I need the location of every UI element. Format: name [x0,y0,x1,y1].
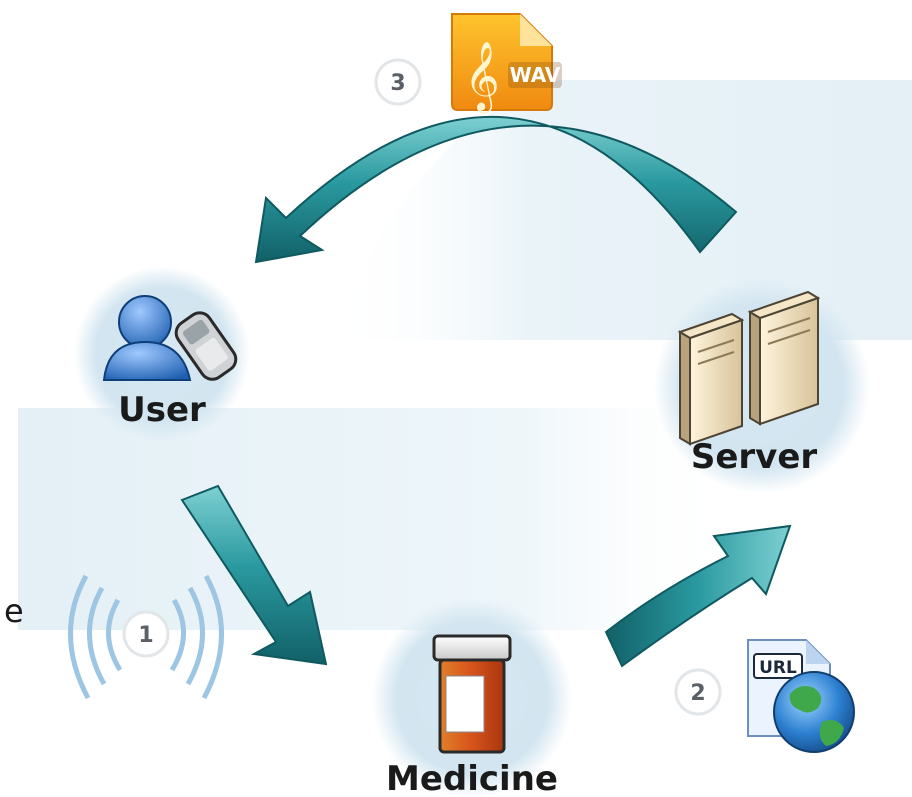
step-3-badge: 3 [374,58,422,106]
arrow-medicine-to-server [604,524,792,668]
background-band-middle [18,408,738,630]
step-1-number: 1 [138,623,153,648]
step-1-badge: 1 [122,610,170,658]
medicine-bottle-icon [432,634,512,754]
step-2-badge: 2 [674,668,722,716]
arrow-server-to-user [254,115,738,264]
wav-tag: WAV [510,63,561,87]
wireless-signal-icon [68,574,224,700]
server-label: Server [691,437,818,477]
treble-clef-icon: 𝄞 [464,41,499,113]
user-icon [102,295,192,381]
step-2-number: 2 [690,681,705,706]
user-label: User [118,390,206,430]
clipped-text-fragment: e [4,592,24,630]
url-tag: URL [759,658,797,678]
mobile-phone-icon [174,311,238,381]
server-icon [677,290,821,446]
globe-url-icon [747,639,855,753]
step-3-number: 3 [390,71,405,96]
music-file-icon: 𝄞 [451,13,562,113]
arrow-user-to-medicine [180,484,328,666]
medicine-label: Medicine [386,759,558,797]
background-band-top [330,80,912,340]
